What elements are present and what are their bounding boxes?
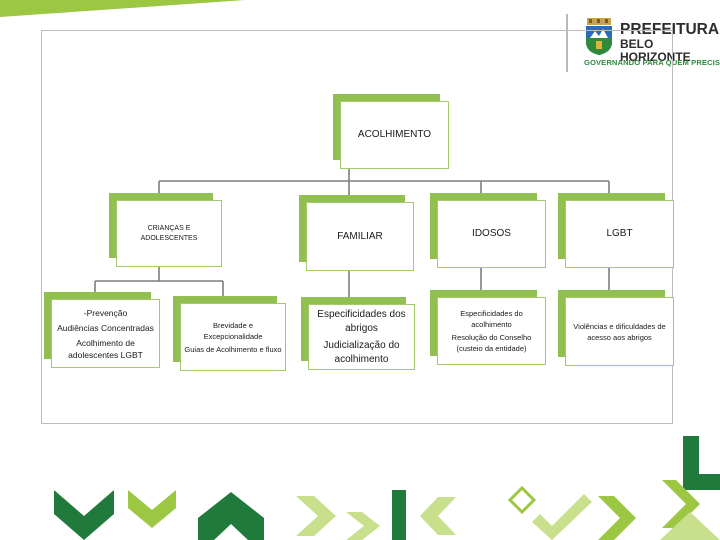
- familiar-child-line-1: Especificidades dos abrigos: [317, 308, 406, 334]
- prevencao-line-2: Audiências Concentradas: [57, 322, 154, 333]
- green-outline-diamond: [507, 485, 537, 515]
- light-green-down-chevron: [128, 490, 176, 528]
- dark-green-bar: [392, 490, 406, 540]
- light-green-right-chevron-1: [296, 496, 336, 536]
- node-familiar: FAMILIAR: [299, 195, 414, 271]
- logo-tagline: GOVERNANDO PARA QUEM PRECISA: [584, 58, 720, 67]
- light-green-bottom-chevron: [660, 512, 720, 540]
- light-green-right-chevron-3: [598, 496, 636, 540]
- city-crest-icon: [586, 18, 612, 55]
- node-acolhimento-label: ACOLHIMENTO: [357, 129, 432, 140]
- idosos-child-line-2: Resolução do Conselho (custeio da entida…: [451, 333, 532, 353]
- node-lgbt: LGBT: [558, 193, 674, 268]
- node-criancas-adolescentes: CRIANÇAS E ADOLESCENTES: [109, 193, 222, 267]
- brevidade-line-1: Brevidade e Excepcionalidade: [203, 320, 263, 341]
- dark-green-corner: [683, 436, 720, 490]
- node-acolhimento: ACOLHIMENTO: [333, 94, 449, 169]
- prevencao-line-3: Acolhimento de adolescentes LGBT: [68, 337, 143, 360]
- prevencao-line-1: -Prevenção: [83, 307, 128, 318]
- node-idosos-label: IDOSOS: [472, 228, 511, 239]
- light-green-right-chevron-4: [662, 480, 700, 528]
- lgbt-child-line-1: Violências e dificuldades de acesso aos …: [573, 321, 666, 342]
- node-especificidades-abrigos: Especificidades dos abrigos Judicializaç…: [301, 297, 415, 370]
- node-violencias: Violências e dificuldades de acesso aos …: [558, 290, 674, 366]
- node-criancas-label: CRIANÇAS E ADOLESCENTES: [140, 224, 198, 242]
- node-familiar-label: FAMILIAR: [337, 230, 383, 242]
- brevidade-line-2: Guias de Acolhimento e fluxo: [184, 344, 282, 354]
- light-green-check: [532, 494, 592, 540]
- logo-subtitle: BELO HORIZONTE: [620, 37, 691, 64]
- node-brevidade: Brevidade e Excepcionalidade Guias de Ac…: [173, 296, 286, 371]
- node-prevencao: -Prevenção Audiências Concentradas Acolh…: [44, 292, 160, 368]
- node-especificidades-acolhimento: Especificidades do acolhimento Resolução…: [430, 290, 546, 365]
- dark-green-down-chevron: [54, 490, 114, 540]
- dark-green-up-chevron: [198, 492, 264, 540]
- idosos-child-line-1: Especificidades do acolhimento: [460, 309, 523, 329]
- light-green-left-chevron: [420, 497, 456, 535]
- logo-title: PREFEITURA: [620, 21, 720, 38]
- light-green-right-chevron-2: [346, 512, 380, 540]
- familiar-child-line-2: Judicialização do acolhimento: [323, 339, 400, 365]
- top-stripe-decoration: [0, 0, 245, 17]
- node-lgbt-label: LGBT: [606, 228, 633, 239]
- node-idosos: IDOSOS: [430, 193, 546, 268]
- logo-separator: [566, 14, 568, 72]
